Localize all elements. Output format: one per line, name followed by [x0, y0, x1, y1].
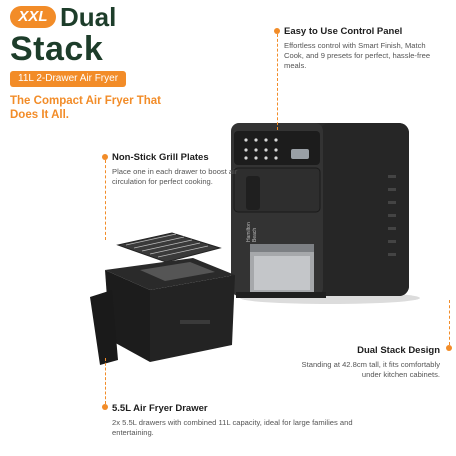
feature-grill-plates: Non-Stick Grill Plates Place one in each… — [112, 152, 242, 187]
drawer-rail — [236, 292, 326, 298]
callout-dot-dual — [446, 345, 452, 351]
product-title-line1: Dual — [60, 2, 117, 32]
feature-dual-stack-title: Dual Stack Design — [357, 345, 440, 356]
callout-line-dual — [449, 300, 450, 345]
product-tagline: The Compact Air Fryer That Does It All. — [10, 95, 162, 121]
control-panel — [234, 131, 320, 165]
brand-mark: Hamilton Beach — [246, 212, 316, 242]
callout-line-grill — [105, 160, 106, 240]
feature-dual-stack: Dual Stack Design Standing at 42.8cm tal… — [284, 345, 440, 380]
fryer-side-panel — [320, 123, 409, 296]
grill-plate-illustration — [116, 232, 222, 263]
preset-buttons — [244, 138, 278, 160]
drawer-basket-illustration — [90, 258, 235, 365]
feature-dual-stack-description: Standing at 42.8cm tall, it fits comfort… — [301, 360, 440, 379]
feature-drawer-title: 5.5L Air Fryer Drawer — [112, 403, 208, 414]
callout-dot-drawer — [102, 404, 108, 410]
feature-drawer-description: 2x 5.5L drawers with combined 11L capaci… — [112, 418, 353, 437]
feature-drawer: 5.5L Air Fryer Drawer 2x 5.5L drawers wi… — [112, 403, 362, 438]
feature-grill-plates-description: Place one in each drawer to boost air ci… — [112, 167, 238, 186]
top-drawer-handle — [246, 176, 260, 210]
feature-control-panel: Easy to Use Control Panel Effortless con… — [284, 26, 444, 71]
feature-control-panel-title: Easy to Use Control Panel — [284, 26, 403, 37]
feature-grill-plates-title: Non-Stick Grill Plates — [112, 152, 209, 163]
callout-dot-grill — [102, 154, 108, 160]
callout-line-control — [277, 34, 278, 130]
callout-line-drawer — [105, 358, 106, 404]
xxl-badge: XXL — [10, 6, 56, 28]
brand-mark-text: Hamilton Beach — [246, 222, 258, 242]
product-subtitle: 11L 2-Drawer Air Fryer — [10, 71, 127, 87]
product-title-line2: Stack — [10, 30, 104, 68]
callout-dot-control — [274, 28, 280, 34]
feature-control-panel-description: Effortless control with Smart Finish, Ma… — [284, 41, 431, 70]
display-screen — [291, 149, 309, 159]
side-vents — [388, 175, 396, 256]
